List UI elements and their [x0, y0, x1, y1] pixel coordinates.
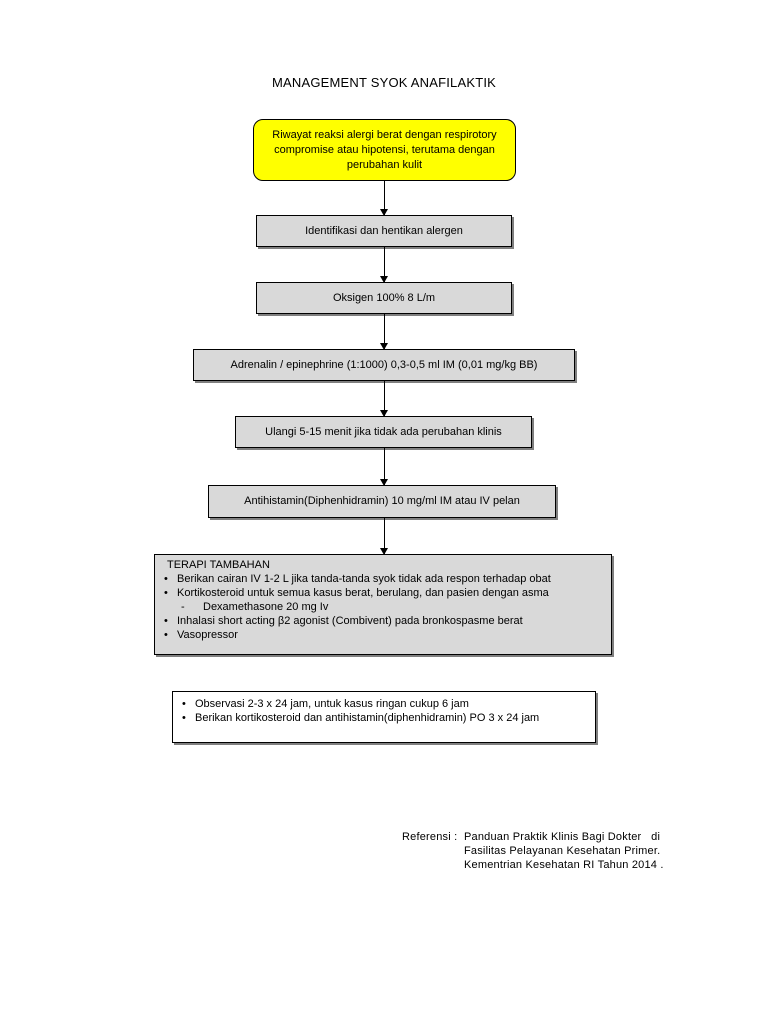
list-item: •Inhalasi short acting β2 agonist (Combi… — [164, 615, 523, 627]
flow-arrow-6 — [380, 518, 388, 555]
flow-arrow-4 — [380, 381, 388, 417]
list-item: •Berikan kortikosteroid dan antihistamin… — [182, 712, 540, 724]
referensi-label: Referensi : — [402, 831, 458, 843]
page-title: MANAGEMENT SYOK ANAFILAKTIK — [271, 75, 497, 90]
flow-arrow-5 — [380, 448, 388, 486]
terapi-tambahan-list: •Berikan cairan IV 1-2 L jika tanda-tand… — [159, 572, 605, 642]
list-item: •Vasopressor — [164, 629, 238, 641]
flow-step-antihistamin: Antihistamin(Diphenhidramin) 10 mg/ml IM… — [208, 485, 556, 518]
terapi-tambahan-box: TERAPI TAMBAHAN •Berikan cairan IV 1-2 L… — [154, 554, 612, 655]
flow-arrow-2 — [380, 247, 388, 283]
observasi-list: •Observasi 2-3 x 24 jam, untuk kasus rin… — [177, 697, 585, 725]
flow-arrow-3 — [380, 314, 388, 350]
referensi-block: Referensi : Panduan Praktik Klinis Bagi … — [402, 830, 664, 872]
flow-step-adrenalin-text: Adrenalin / epinephrine (1:1000) 0,3-0,5… — [230, 358, 538, 371]
list-item: •Berikan cairan IV 1-2 L jika tanda-tand… — [164, 573, 551, 585]
flow-step-identifikasi: Identifikasi dan hentikan alergen — [256, 215, 512, 247]
observasi-box: •Observasi 2-3 x 24 jam, untuk kasus rin… — [172, 691, 596, 743]
referensi-line-3: Kementrian Kesehatan RI Tahun 2014 . — [464, 859, 664, 871]
flow-step-antihistamin-text: Antihistamin(Diphenhidramin) 10 mg/ml IM… — [244, 495, 520, 507]
list-item: •Observasi 2-3 x 24 jam, untuk kasus rin… — [182, 698, 469, 710]
terapi-tambahan-heading: TERAPI TAMBAHAN — [167, 559, 270, 571]
flow-step-ulangi-text: Ulangi 5-15 menit jika tidak ada perubah… — [265, 425, 502, 438]
flow-arrow-1 — [380, 181, 388, 216]
flow-step-identifikasi-text: Identifikasi dan hentikan alergen — [305, 224, 463, 237]
referensi-line-2: Fasilitas Pelayanan Kesehatan Primer. — [464, 845, 661, 857]
flow-step-ulangi: Ulangi 5-15 menit jika tidak ada perubah… — [235, 416, 532, 448]
flow-start-text: Riwayat reaksi alergi berat dengan respi… — [272, 128, 497, 171]
flow-step-adrenalin: Adrenalin / epinephrine (1:1000) 0,3-0,5… — [193, 349, 575, 381]
list-item: •Kortikosteroid untuk semua kasus berat,… — [164, 587, 549, 599]
flow-step-oksigen: Oksigen 100% 8 L/m — [256, 282, 512, 314]
flow-start-box: Riwayat reaksi alergi berat dengan respi… — [253, 119, 516, 181]
flow-step-oksigen-text: Oksigen 100% 8 L/m — [332, 291, 436, 304]
referensi-line-1: Panduan Praktik Klinis Bagi Dokter di — [464, 831, 661, 843]
list-item-sub: -Dexamethasone 20 mg Iv — [181, 601, 329, 613]
